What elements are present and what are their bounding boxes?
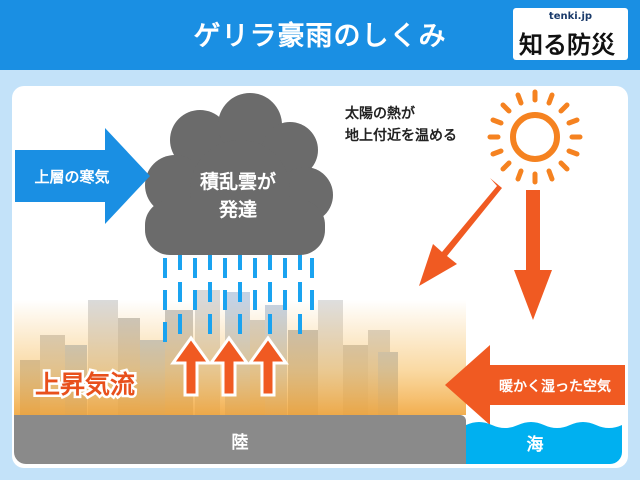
- sea: [466, 422, 622, 464]
- land: [14, 415, 466, 464]
- cold-air-arrow: [15, 128, 150, 224]
- tenki-logo: tenki.jp 知る防災: [513, 8, 628, 60]
- warm-air-arrow: [445, 345, 625, 425]
- cold-air-label: 上層の寒気: [34, 168, 109, 186]
- land-label: 陸: [232, 432, 249, 453]
- warm-air-label: 暖かく湿った空気: [499, 378, 611, 395]
- updraft-arrows: [170, 335, 289, 397]
- logo-text: 知る防災: [519, 31, 615, 59]
- cumulonimbus-cloud: [145, 93, 333, 255]
- sea-label: 海: [527, 434, 544, 455]
- sun-label-line1: 太陽の熱が: [345, 105, 416, 122]
- sun-label-line2: 地上付近を温める: [345, 127, 457, 144]
- rain: [163, 250, 314, 342]
- diagram: 積乱雲が 発達 上層の寒気 太陽の熱が 地上付近を温める 上昇気流 暖かく湿った…: [12, 86, 628, 468]
- cloud-label-line1: 積乱雲が: [200, 170, 276, 193]
- logo-brand: tenki.jp: [548, 11, 593, 22]
- header: ゲリラ豪雨のしくみ tenki.jp 知る防災: [0, 0, 640, 70]
- page-title: ゲリラ豪雨のしくみ: [193, 21, 447, 52]
- heat-arrows: [419, 178, 552, 320]
- cloud-label-line2: 発達: [218, 198, 257, 221]
- sun-icon: [487, 89, 583, 185]
- updraft-label: 上昇気流: [35, 370, 135, 399]
